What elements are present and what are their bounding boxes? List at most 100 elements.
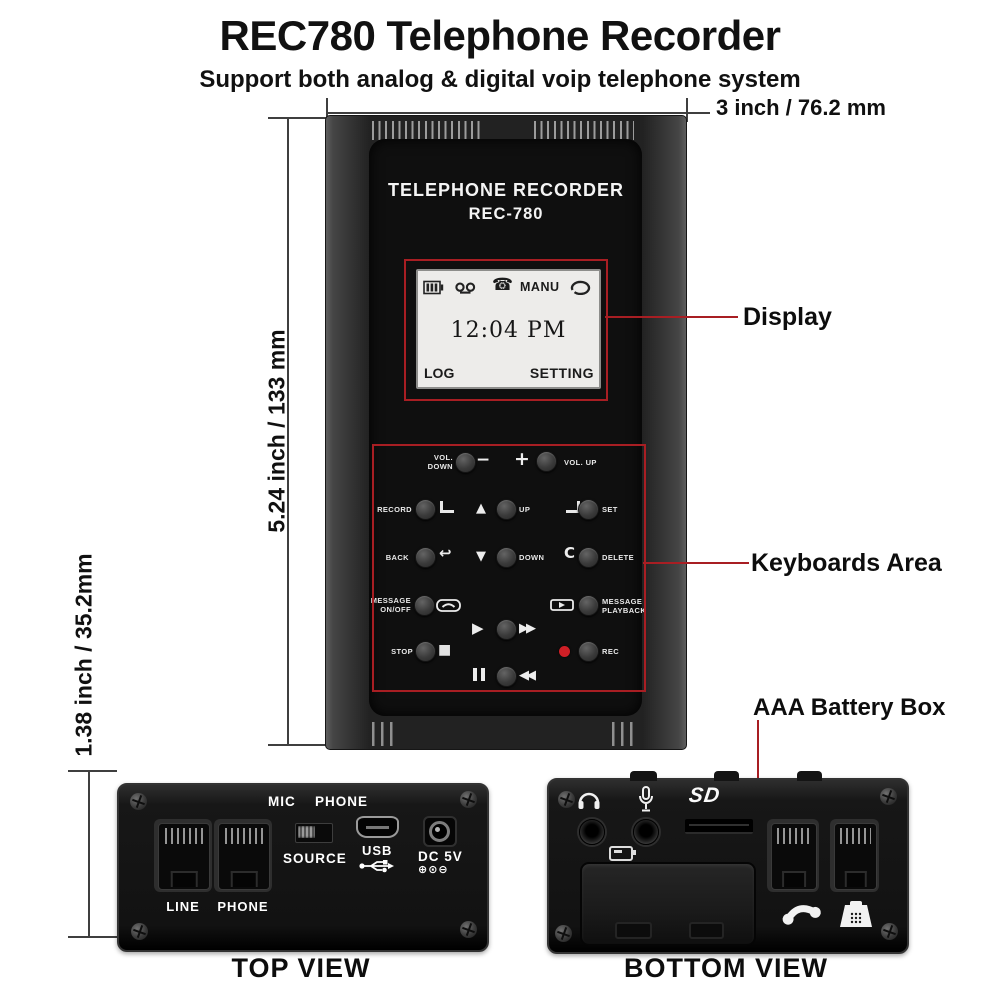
lcd-softkey-log: LOG [424,365,455,381]
depth-dim-label: 1.38 inch / 35.2mm [70,553,97,757]
stop-button [415,641,436,662]
height-dim-tick-bottom [268,744,326,746]
screw-icon [558,791,575,808]
bottom-view-panel: SD [547,771,909,954]
width-dim-label: 3 inch / 76.2 mm [716,95,886,120]
keyboard-annotation-box [372,444,646,692]
phone-jack [214,819,272,892]
source-label: SOURCE [283,851,347,866]
bottom-view-caption: BOTTOM VIEW [624,953,828,983]
mic-switch-label: MIC [268,794,296,809]
display-annotation-line [605,316,738,318]
width-dim-line [326,112,710,114]
page-title: REC780 Telephone Recorder [219,12,781,59]
handset-icon [782,905,821,925]
play-icon: ▶ [472,619,484,637]
page-subtitle: Support both analog & digital voip telep… [199,66,801,93]
vol-down-button [455,452,476,473]
rec-label: REC [602,647,620,656]
vent-grille [534,121,634,140]
screw-icon [880,788,897,805]
height-dim-line [287,117,289,746]
fast-forward-icon: ▶▶ [519,621,536,636]
line-jack-label: LINE [166,899,200,914]
base-jack [830,819,879,892]
delete-c-icon: C [564,544,576,562]
top-view-panel: LINE PHONE MIC PHONE SOURCE USB DC 5V ⊕⊙… [117,783,489,952]
pause-icon [473,668,485,681]
playback-box-icon [550,599,574,611]
stop-label: STOP [391,647,413,656]
lcd-manu-indicator: MANU [520,280,560,294]
brand-logo: SD [687,784,722,807]
screw-icon [881,923,898,940]
door-latch [689,922,724,939]
rec-button [578,641,599,662]
usb-trident-icon [359,860,394,873]
width-dim-tick-right [686,98,688,122]
hook-icon [436,599,461,612]
device-model: REC-780 [468,205,544,223]
play-ff-button [496,619,517,640]
phone-jack-label: PHONE [217,899,269,914]
phone-base-icon [840,901,872,927]
lcd-time: 12:04 PM [450,318,567,343]
display-callout: Display [743,303,832,331]
up-arrow-icon: ▲ [476,501,486,516]
device-name: TELEPHONE RECORDER [387,180,625,200]
sd-card-slot [685,819,753,834]
depth-dim-tick-bottom [68,936,117,938]
corner-left-icon [440,501,454,513]
battery-indicator-icon [609,846,636,861]
stop-square-icon: ■ [438,642,452,658]
battery-icon [423,280,444,295]
record-button [415,499,436,520]
phone-icon: ☎ [492,275,514,295]
microphone-jack [633,819,659,845]
battery-callout: AAA Battery Box [753,694,946,721]
back-arrow-icon: ↩ [439,544,452,562]
screw-icon [130,793,147,810]
vol-up-label: VOL. UP [564,458,597,467]
plus-glyph: + [514,448,530,470]
vent-grille [612,722,638,746]
screw-icon [460,921,477,938]
screw-icon [131,923,148,940]
height-dim-tick-top [268,117,326,119]
micro-usb-port [356,816,399,838]
screw-icon [460,791,477,808]
down-button [496,547,517,568]
record-dot-icon [559,646,570,657]
depth-dim-line [88,770,90,938]
screw-icon [555,925,572,942]
keyboards-callout: Keyboards Area [751,549,942,577]
vol-down-label: VOL.DOWN [427,453,453,471]
depth-dim-tick-top [68,770,117,772]
vent-grille [372,121,484,140]
door-latch [615,922,652,939]
set-button [578,499,599,520]
line-jack [154,819,212,892]
message-playback-button [578,595,599,616]
message-onoff-button [414,595,435,616]
down-arrow-icon: ▼ [476,549,486,564]
button-bump [797,771,822,781]
down-label: DOWN [519,553,545,562]
minus-glyph: − [476,450,491,470]
voicemail-icon [455,282,476,294]
polarity-icon: ⊕⊙⊖ [418,863,449,876]
pause-rew-button [496,666,517,687]
width-dim-tick-left [326,98,328,122]
height-dim-label: 5.24 inch / 133 mm [263,329,290,533]
vol-up-button [536,451,557,472]
back-label: BACK [385,553,409,562]
phone-switch-label: PHONE [315,794,369,809]
set-label: SET [602,505,618,514]
vent-grille [372,722,398,746]
back-button [415,547,436,568]
up-button [496,499,517,520]
source-switch [295,823,333,843]
